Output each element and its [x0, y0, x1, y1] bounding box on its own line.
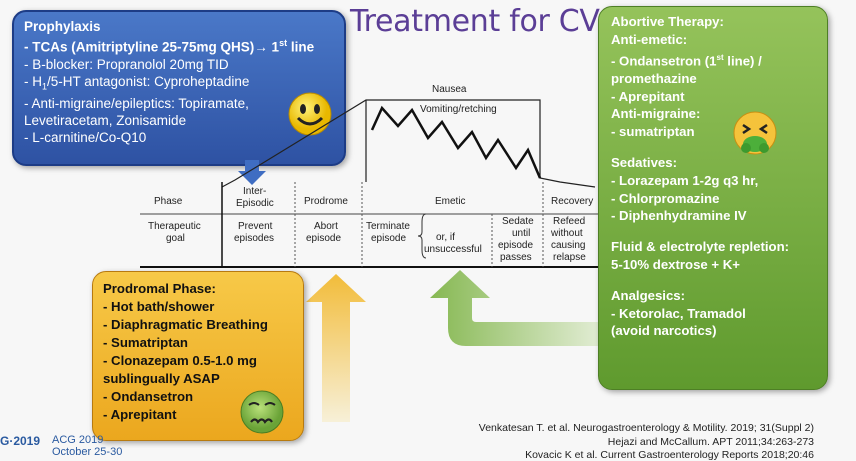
prophylaxis-item-2: - B-blocker: Propranolol 20mg TID — [24, 56, 229, 72]
acg-event-dates: October 25-30 — [52, 446, 123, 458]
anti-migraine-heading: Anti-migraine: — [611, 106, 701, 122]
abortive-line-narcotics: (avoid narcotics) — [611, 323, 717, 339]
goal-refeed-2: without — [550, 228, 583, 239]
prophylaxis-item-1: - TCAs (Amitriptyline 25-75mg QHS)→ 1st … — [24, 38, 315, 55]
prodromal-line-6: - Ondansetron — [103, 389, 194, 404]
goal-sedate-3: episode — [498, 240, 533, 251]
goal-or-1: or, if — [436, 232, 455, 243]
citation-2: Hejazi and McCallum. APT 2011;34:263-273 — [607, 436, 814, 448]
goal-terminate-1: Terminate — [366, 221, 410, 232]
nausea-label: Nausea — [432, 84, 467, 95]
smiley-emoji-icon — [288, 92, 332, 136]
goal-refeed-4: relapse — [553, 252, 586, 263]
goal-refeed-1: Refeed — [553, 216, 585, 227]
left-brace — [417, 213, 427, 259]
goal-abort-2: episode — [306, 233, 341, 244]
goal-prevent-2: episodes — [234, 233, 274, 244]
abortive-heading: Abortive Therapy: — [611, 14, 724, 29]
nauseated-emoji-icon — [240, 390, 284, 434]
prophylaxis-box: Prophylaxis - TCAs (Amitriptyline 25-75m… — [12, 10, 346, 166]
abortive-therapy-box: Abortive Therapy: Anti-emetic: - Ondanse… — [598, 6, 828, 390]
prophylaxis-heading: Prophylaxis — [24, 19, 101, 34]
goal-terminate-2: episode — [371, 233, 406, 244]
goal-label-1: Therapeutic — [148, 221, 201, 232]
abortive-line-dextrose: 5-10% dextrose + K+ — [611, 256, 741, 272]
goal-or-2: unsuccessful — [424, 244, 482, 255]
acg-event: ACG 2019 October 25-30 — [52, 434, 122, 458]
abortive-line-ketorolac: - Ketorolac, Tramadol — [611, 305, 746, 321]
goal-prevent-1: Prevent — [238, 221, 273, 232]
acg-event-name: ACG 2019 — [52, 434, 104, 446]
slide-title: Treatment for CVS — [350, 4, 619, 39]
phase-label: Phase — [154, 196, 183, 207]
abortive-line-aprepitant: - Aprepitant — [611, 88, 685, 104]
acg-logo-text: G·2019 — [0, 434, 41, 448]
abortive-line-ondansetron: - Ondansetron (1st line) / — [611, 52, 762, 68]
prodromal-heading: Prodromal Phase: — [103, 281, 216, 296]
sedatives-heading: Sedatives: — [611, 154, 677, 170]
down-arrow-icon — [238, 160, 266, 185]
abortive-line-sumatriptan: - sumatriptan — [611, 124, 695, 140]
vomiting-zigzag — [370, 105, 542, 179]
prophylaxis-item-5: Levetiracetam, Zonisamide — [24, 113, 187, 129]
phase-prodrome: Prodrome — [304, 196, 348, 207]
prodromal-line-4: - Clonazepam 0.5-1.0 mg — [103, 353, 257, 368]
prophylaxis-item-6: - L-carnitine/Co-Q10 — [24, 130, 147, 146]
abortive-line-chlorpromazine: - Chlorpromazine — [611, 190, 720, 206]
goal-refeed-3: causing — [551, 240, 585, 251]
prodromal-line-3: - Sumatriptan — [103, 335, 188, 350]
phase-emetic: Emetic — [435, 196, 466, 207]
analgesics-heading: Analgesics: — [611, 287, 686, 303]
up-arrow-icon — [306, 274, 366, 422]
goal-abort-1: Abort — [314, 221, 338, 232]
goal-sedate-4: passes — [500, 252, 532, 263]
abortive-line-lorazepam: - Lorazepam 1-2g q3 hr, — [611, 172, 759, 188]
goal-sedate-1: Sedate — [502, 216, 534, 227]
acg-logo: G·2019 — [0, 432, 40, 450]
prophylaxis-item-3: - H1/5-HT antagonist: Cyproheptadine — [24, 73, 250, 92]
phase-interepisodic-1: Inter- — [243, 186, 266, 197]
sick-face-emoji-icon — [733, 111, 777, 155]
goal-label-2: goal — [166, 233, 185, 244]
vomiting-label: Vomiting/retching — [420, 104, 497, 115]
prodromal-line-5: sublingually ASAP — [103, 371, 220, 386]
prophylaxis-item-4: - Anti-migraine/epileptics: Topiramate, — [24, 96, 249, 112]
prodromal-line-1: - Hot bath/shower — [103, 299, 215, 314]
phase-interepisodic-2: Episodic — [236, 198, 274, 209]
prodromal-line-2: - Diaphragmatic Breathing — [103, 317, 268, 332]
cvs-phase-diagram: Nausea Vomiting/retching Phase Therapeut… — [140, 84, 600, 268]
abortive-line-promethazine: promethazine — [611, 70, 697, 86]
phase-recovery: Recovery — [551, 196, 593, 207]
nausea-curve — [221, 99, 596, 188]
citation-1: Venkatesan T. et al. Neurogastroenterolo… — [478, 422, 814, 434]
curved-arrow-icon — [430, 270, 608, 346]
goal-sedate-2: until — [512, 228, 530, 239]
prodromal-line-7: - Aprepitant — [103, 407, 177, 422]
citation-3: Kovacic K et al. Current Gastroenterolog… — [525, 449, 814, 461]
anti-emetic-heading: Anti-emetic: — [611, 31, 688, 47]
fluid-heading: Fluid & electrolyte repletion: — [611, 239, 790, 255]
abortive-line-diphenhydramine: - Diphenhydramine IV — [611, 208, 747, 224]
